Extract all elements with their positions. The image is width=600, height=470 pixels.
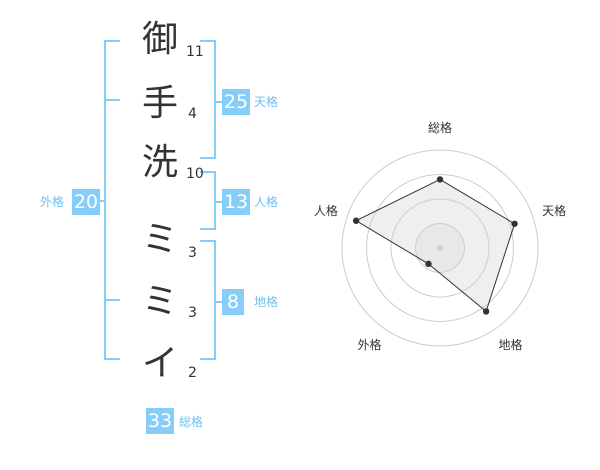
soukaku-badge: 33: [146, 408, 174, 434]
radar-ring-3: [366, 174, 514, 322]
stroke-count-6: 2: [188, 365, 197, 381]
gaikaku-tick-upper: [104, 99, 120, 101]
name-char-6: イ: [142, 343, 179, 384]
chikaku-bracket-top: [200, 240, 216, 242]
gaikaku-bracket-bottom: [104, 358, 120, 360]
radar-point-5: [352, 217, 360, 224]
radar-point-1: [436, 176, 444, 183]
jinkaku-bracket-top: [200, 171, 216, 173]
tenkaku-bracket-top: [200, 40, 216, 42]
name-char-4: ミ: [142, 219, 179, 260]
chikaku-bracket-bottom: [200, 358, 216, 360]
radar-label-1: 総格: [428, 120, 452, 135]
tenkaku-badge: 25: [222, 89, 250, 115]
tenkaku-bracket-bottom: [200, 157, 216, 159]
radar-label-3: 地格: [498, 337, 522, 352]
radar-label-5: 人格: [314, 203, 338, 218]
name-char-3: 洗: [142, 142, 179, 183]
radar-point-2: [511, 220, 518, 227]
radar-point-3: [482, 308, 490, 315]
chikaku-label: 地格: [254, 295, 279, 309]
stroke-count-2: 4: [188, 106, 197, 122]
chikaku-bracket-vertical: [214, 240, 216, 360]
jinkaku-bracket-bottom: [200, 228, 216, 230]
radar-label-4: 外格: [357, 337, 381, 352]
radar-ring-4: [341, 149, 539, 347]
radar-label-2: 天格: [542, 203, 566, 218]
chikaku-badge: 8: [222, 289, 244, 315]
gaikaku-bracket-top: [104, 40, 120, 42]
name-char-2: 手: [142, 83, 179, 124]
gaikaku-label: 外格: [40, 195, 65, 209]
gaikaku-tick-lower: [104, 299, 120, 301]
stroke-count-1: 11: [186, 44, 204, 60]
stroke-count-4: 3: [188, 245, 197, 261]
jinkaku-label: 人格: [254, 195, 279, 209]
jinkaku-connector: [214, 201, 222, 203]
name-char-5: ミ: [142, 281, 179, 322]
radar-center-dot: [437, 245, 443, 251]
chikaku-connector: [214, 301, 222, 303]
stroke-count-5: 3: [188, 305, 197, 321]
name-char-1: 御: [142, 19, 179, 60]
tenkaku-label: 天格: [254, 95, 279, 109]
tenkaku-connector: [214, 101, 222, 103]
radar-area: [355, 178, 516, 313]
soukaku-label: 総格: [179, 415, 204, 429]
jinkaku-bracket-vertical: [214, 171, 216, 230]
radar-point-4: [425, 260, 432, 268]
stroke-count-3: 10: [186, 166, 204, 182]
jinkaku-badge: 13: [222, 189, 250, 215]
gaikaku-badge: 20: [72, 189, 100, 215]
tenkaku-bracket-vertical: [214, 40, 216, 159]
gaikaku-connector: [100, 200, 106, 202]
radar-ring-2: [390, 198, 490, 298]
